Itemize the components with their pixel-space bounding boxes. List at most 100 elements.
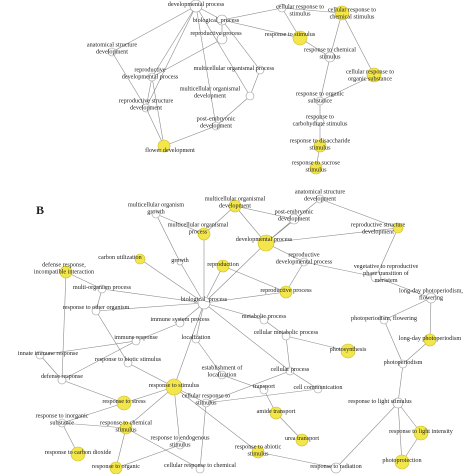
node-marker[interactable] [70, 446, 86, 462]
node-cell_proc[interactable]: cellular process [271, 366, 310, 376]
node-cell_resp_chem[interactable]: cellular response to chemical [164, 462, 236, 474]
node-resp_light_int[interactable]: response to light intensity [389, 425, 454, 441]
node-marker[interactable] [216, 33, 228, 45]
node-long_day_flower[interactable]: long-day photoperiodism,flowering [399, 288, 463, 304]
node-marker[interactable] [257, 234, 275, 252]
node-marker[interactable] [423, 333, 437, 347]
node-marker[interactable] [57, 375, 67, 385]
node-marker[interactable] [398, 359, 408, 369]
node-multi_proc[interactable]: multicellular organismal process [194, 65, 275, 75]
node-transport[interactable]: transport [253, 383, 275, 395]
node-marker[interactable] [425, 292, 437, 304]
node-marker[interactable] [392, 397, 404, 409]
node-marker[interactable] [279, 285, 293, 299]
node-resp_biotic[interactable]: response to biotic stimulus [95, 356, 162, 368]
node-marker[interactable] [91, 306, 101, 316]
node-urea_transport[interactable]: urea transport [285, 433, 319, 447]
node-marker[interactable] [35, 350, 45, 360]
node-marker[interactable] [259, 315, 269, 325]
node-photo_flower[interactable]: photoperiodism, flowering [351, 315, 417, 325]
node-marker[interactable] [211, 121, 221, 131]
node-bio_proc[interactable]: biological_process [193, 14, 240, 26]
node-marker[interactable] [119, 421, 133, 435]
node-marker[interactable] [315, 194, 325, 204]
node-marker[interactable] [245, 91, 255, 101]
node-marker[interactable] [340, 343, 356, 359]
node-marker[interactable] [116, 395, 132, 411]
node-marker[interactable] [366, 67, 382, 83]
node-repro_proc[interactable]: reproductive process [190, 30, 242, 45]
node-marker[interactable] [251, 445, 265, 459]
node-marker[interactable] [281, 331, 291, 341]
node-growth[interactable]: growth [171, 257, 190, 266]
node-marker[interactable] [123, 358, 133, 368]
node-marker[interactable] [201, 398, 211, 408]
node-marker[interactable] [255, 65, 265, 75]
node-immune_sys[interactable]: immune system process [150, 316, 210, 328]
node-marker[interactable] [147, 72, 157, 82]
node-marker[interactable] [107, 47, 117, 57]
node-photoprotection[interactable]: photoprotection [382, 454, 422, 470]
node-dev_proc[interactable]: developmental process [236, 234, 293, 252]
node-resp_co2[interactable]: response to carbon dioxide [45, 446, 112, 462]
node-cell_metab[interactable]: cellular metabolic process [254, 329, 319, 341]
node-marker[interactable] [216, 14, 228, 26]
node-marker[interactable] [313, 139, 327, 153]
node-cell_comm[interactable]: cell communication [294, 384, 343, 394]
node-carbon_util[interactable]: carbon utilization [98, 253, 146, 265]
node-marker[interactable] [324, 51, 336, 63]
node-marker[interactable] [191, 334, 201, 344]
node-marker[interactable] [379, 315, 389, 325]
node-marker[interactable] [97, 284, 107, 294]
node-marker[interactable] [277, 3, 287, 13]
node-marker[interactable] [309, 161, 323, 175]
node-resp_organic[interactable]: response to organic [92, 461, 140, 474]
node-metabolic[interactable]: metabolic process [242, 313, 287, 325]
node-marker[interactable] [370, 271, 382, 283]
node-marker[interactable] [394, 454, 410, 470]
node-marker[interactable] [299, 257, 309, 267]
node-photosynthesis[interactable]: photosynthesis [330, 343, 367, 359]
node-marker[interactable] [392, 222, 404, 234]
node-marker[interactable] [141, 103, 151, 113]
node-marker[interactable] [197, 296, 211, 310]
node-marker[interactable] [134, 253, 146, 265]
node-marker[interactable] [292, 30, 308, 46]
node-marker[interactable] [334, 5, 350, 21]
node-marker[interactable] [228, 199, 242, 213]
node-marker[interactable] [216, 259, 230, 273]
node-marker[interactable] [259, 385, 269, 395]
node-marker[interactable] [197, 227, 211, 241]
node-marker[interactable] [315, 117, 325, 127]
node-marker[interactable] [175, 440, 185, 450]
node-dev_proc[interactable]: developmental process [168, 0, 225, 13]
node-resp_stim[interactable]: response to stimulus [149, 378, 200, 396]
node-marker[interactable] [131, 336, 141, 346]
node-marker[interactable] [195, 464, 205, 474]
node-repro_proc[interactable]: reproductive process [260, 285, 312, 299]
node-marker[interactable] [151, 209, 161, 219]
node-marker[interactable] [413, 425, 429, 441]
node-photoperiodism[interactable]: photoperiodism [384, 359, 423, 369]
node-marker[interactable] [217, 370, 227, 380]
node-amide_transport[interactable]: amide transport [257, 406, 296, 420]
node-marker[interactable] [315, 96, 325, 106]
